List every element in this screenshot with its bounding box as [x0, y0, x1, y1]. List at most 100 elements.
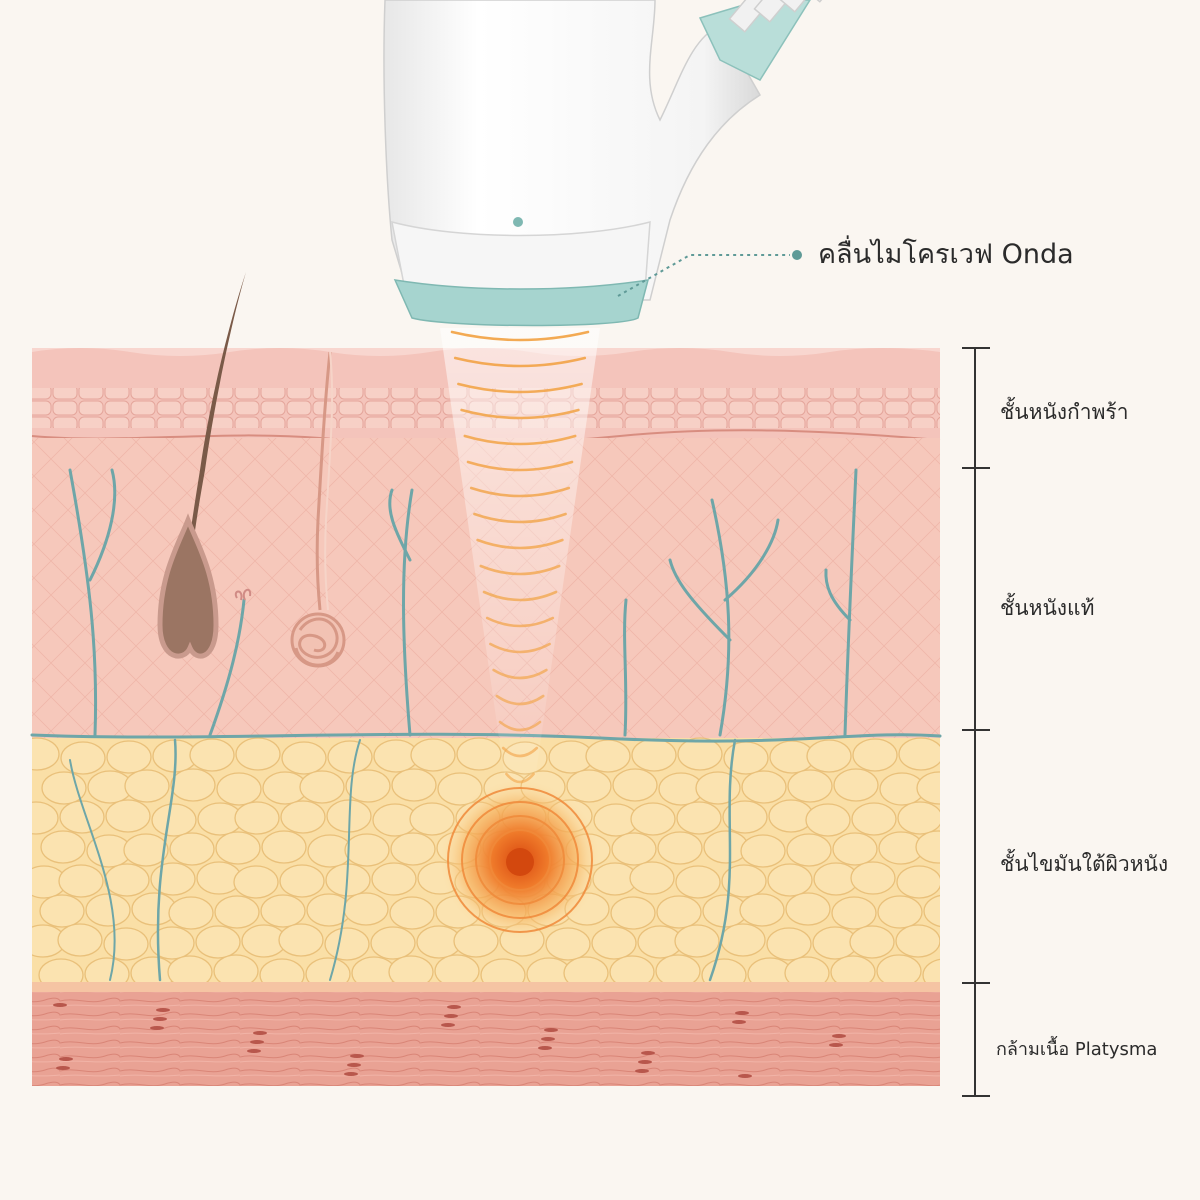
- fat-cell: [923, 894, 940, 928]
- fat-cell: [149, 926, 195, 960]
- muscle-nucleus: [635, 1069, 649, 1073]
- layer-label-platysma: กล้ามเนื้อ Platysma: [996, 1039, 1158, 1060]
- fat-cell: [833, 768, 879, 802]
- fat-cell: [260, 894, 306, 928]
- fat-cell: [40, 830, 86, 864]
- fat-cell: [915, 830, 940, 864]
- muscle-nucleus: [638, 1060, 652, 1064]
- fat-cell: [831, 896, 877, 930]
- wave-arc: [495, 694, 545, 706]
- fat-cell: [585, 739, 631, 773]
- fat-cell: [189, 738, 235, 772]
- fat-cell: [674, 924, 720, 958]
- muscle-nucleus: [738, 1074, 752, 1078]
- fat-cell: [877, 895, 923, 929]
- sweat-gland: [290, 351, 346, 668]
- fat-cell: [32, 737, 60, 771]
- fat-cell: [787, 769, 833, 803]
- fat-cell: [720, 923, 766, 957]
- fat-cell: [235, 737, 281, 771]
- fat-cell: [850, 861, 896, 895]
- fat-cell: [324, 927, 370, 961]
- fat-cell: [630, 802, 676, 836]
- fat-cell: [677, 737, 723, 771]
- layer-label-dermis: ชั้นหนังแท้: [1000, 596, 1095, 620]
- indicator-dot: [513, 217, 523, 227]
- fat-cell: [806, 739, 852, 773]
- cable: [728, 0, 847, 33]
- blood-vessels: [30, 468, 942, 982]
- fat-cell: [233, 865, 279, 899]
- fat-cell: [739, 893, 785, 927]
- fat-cell: [123, 833, 169, 867]
- fat-cell: [327, 740, 373, 774]
- fat-cell: [566, 769, 612, 803]
- wave-arcs: [450, 330, 590, 784]
- fat-cell: [281, 741, 327, 775]
- fat-cell: [657, 831, 703, 865]
- fat-cell: [234, 801, 280, 835]
- fat-cell: [695, 771, 741, 805]
- fat-cell: [897, 801, 940, 835]
- fat-cell: [104, 863, 150, 897]
- fat-cell: [59, 800, 105, 834]
- muscle-nucleus: [56, 1066, 70, 1070]
- device-leader-line: [617, 250, 802, 297]
- fat-cell: [805, 803, 851, 837]
- fat-cell: [279, 864, 325, 898]
- fat-cell: [344, 833, 390, 867]
- fat-cell: [895, 924, 940, 958]
- fat-cell: [832, 832, 878, 866]
- wave-arc: [466, 460, 574, 472]
- wave-arc: [485, 616, 555, 628]
- heat-focus-point: [440, 780, 600, 940]
- muscle-nucleus: [153, 1017, 167, 1021]
- muscle-nucleus: [829, 1043, 843, 1047]
- layer-brackets: [962, 347, 990, 1097]
- fat-cell: [767, 863, 813, 897]
- fat-cell: [611, 832, 657, 866]
- fat-cell: [195, 925, 241, 959]
- fat-cell: [721, 864, 767, 898]
- fat-cell: [39, 894, 85, 928]
- fat-cell: [629, 861, 675, 895]
- muscle-nucleus: [247, 1049, 261, 1053]
- muscle-nucleus: [447, 1005, 461, 1009]
- fat-cells: [32, 737, 940, 992]
- fat-cell: [85, 893, 131, 927]
- fat-cell: [150, 862, 196, 896]
- fat-cell: [32, 801, 59, 835]
- fat-cell: [631, 738, 677, 772]
- muscle-nucleus: [541, 1037, 555, 1041]
- muscle-nucleus: [444, 1014, 458, 1018]
- onda-handpiece: [383, 0, 847, 327]
- fat-cell: [299, 770, 345, 804]
- muscle-nuclei: [53, 1003, 846, 1078]
- fat-cell: [105, 799, 151, 833]
- fat-cell: [898, 737, 940, 771]
- wave-arc: [479, 564, 561, 576]
- fat-cell: [545, 927, 591, 961]
- fat-cell: [849, 925, 895, 959]
- fat-cell: [612, 768, 658, 802]
- wave-arc: [463, 434, 577, 446]
- fat-cell: [168, 896, 214, 930]
- wave-arc: [482, 590, 558, 602]
- fat-cell: [170, 768, 216, 802]
- fat-cell: [371, 862, 417, 896]
- muscle-nucleus: [53, 1003, 67, 1007]
- fat-cell: [215, 831, 261, 865]
- muscle-nucleus: [350, 1054, 364, 1058]
- fat-cell: [58, 864, 104, 898]
- fat-cell: [740, 834, 786, 868]
- wave-arc: [457, 382, 583, 394]
- fat-cell: [675, 865, 721, 899]
- fat-cell: [216, 772, 262, 806]
- muscle-nucleus: [538, 1046, 552, 1050]
- wave-arc: [498, 720, 542, 732]
- layer-label-subcutaneous-fat: ชั้นไขมันใต้ผิวหนัง: [1000, 852, 1169, 876]
- hair-follicle: [157, 272, 252, 659]
- muscle-nucleus: [735, 1011, 749, 1015]
